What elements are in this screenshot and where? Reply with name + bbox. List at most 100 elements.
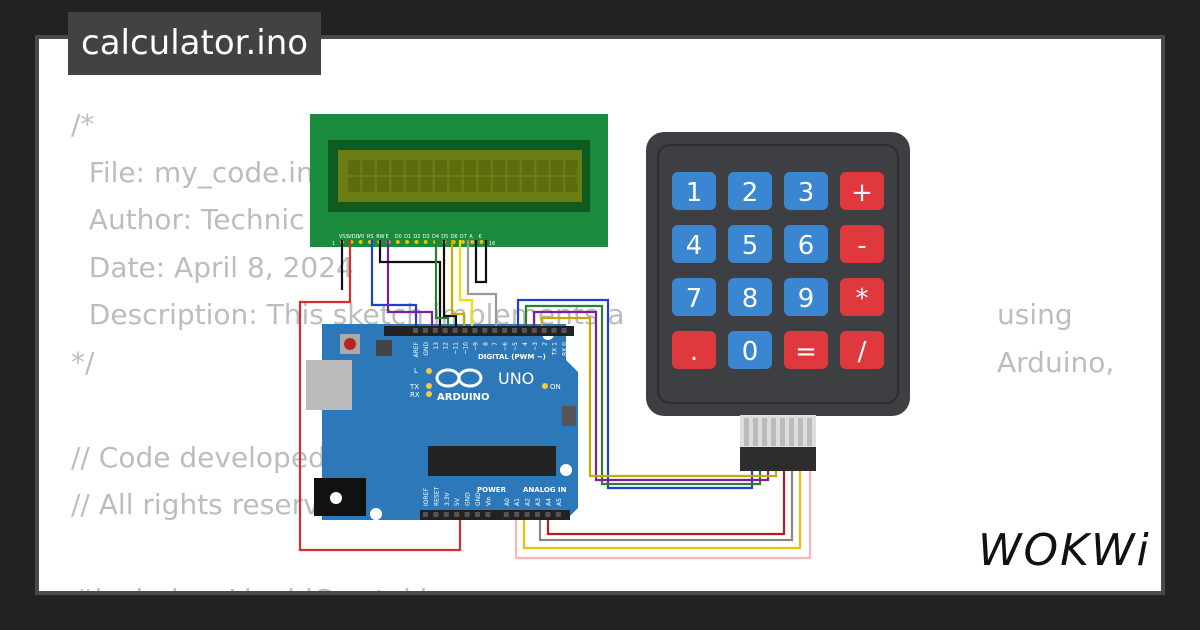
digital-pin[interactable] <box>521 328 527 333</box>
digital-pin[interactable] <box>482 328 488 333</box>
power-analog-pin[interactable] <box>535 512 540 517</box>
keypad-key-label: 1 <box>686 178 703 208</box>
digital-pin-label: ~9 <box>472 342 479 351</box>
digital-pin[interactable] <box>502 328 508 333</box>
power-analog-pin[interactable] <box>545 512 551 517</box>
digital-pin[interactable] <box>422 328 428 333</box>
digital-pin-label: AREF <box>413 341 420 357</box>
power-analog-pin-label: A4 <box>545 498 552 506</box>
digital-label: DIGITAL (PWM ~) <box>478 353 546 361</box>
keypad-key[interactable]: = <box>784 331 828 369</box>
keypad-key[interactable]: 9 <box>784 278 828 316</box>
digital-pin[interactable] <box>452 328 458 333</box>
digital-pin[interactable] <box>442 328 448 333</box>
wokwi-logo: WOKWi <box>978 525 1151 576</box>
power-analog-pin[interactable] <box>433 512 439 517</box>
lcd-cell <box>522 177 534 192</box>
lcd-cell <box>449 177 462 192</box>
power-analog-pin[interactable] <box>475 512 480 517</box>
lcd-cell <box>406 160 418 175</box>
atmega-chip <box>428 446 556 476</box>
arduino-uno-board[interactable]: UNO ARDUINO DIGITAL (PWM ~) POWER ANALOG… <box>306 324 578 520</box>
lcd-pin-label: V0 <box>358 234 365 240</box>
code-line: Author: Technic <box>71 203 305 236</box>
keypad-key[interactable]: 4 <box>672 225 716 263</box>
power-analog-pin-label: A2 <box>525 498 532 506</box>
power-analog-pin[interactable] <box>555 512 561 517</box>
digital-pin[interactable] <box>492 328 498 333</box>
lcd-pin[interactable] <box>414 240 419 244</box>
power-analog-pin[interactable] <box>443 512 449 517</box>
power-analog-pin-label: A5 <box>556 498 563 506</box>
lcd-cell <box>391 177 404 192</box>
keypad-ribbon-wire <box>798 418 803 446</box>
lcd-pin[interactable] <box>405 240 410 244</box>
keypad-key[interactable]: 3 <box>784 172 828 210</box>
keypad-key[interactable]: - <box>840 225 884 263</box>
power-analog-pin[interactable] <box>485 512 491 517</box>
led-on-label: ON <box>550 383 561 391</box>
power-analog-pin[interactable] <box>454 512 460 517</box>
digital-pin-label: GND <box>423 342 430 356</box>
power-analog-pin[interactable] <box>423 512 428 517</box>
lcd-pin[interactable] <box>423 240 428 244</box>
lcd-cell <box>551 177 563 192</box>
digital-pin[interactable] <box>413 328 418 333</box>
keypad-key[interactable]: 1 <box>672 172 716 210</box>
keypad-key[interactable]: 7 <box>672 278 716 316</box>
lcd-pin-label: VDD <box>348 234 359 240</box>
digital-pin[interactable] <box>541 328 547 333</box>
lcd-pin-label: D4 <box>432 234 439 240</box>
keypad-key[interactable]: / <box>840 331 884 369</box>
keypad-key[interactable]: 0 <box>728 331 772 369</box>
power-analog-pin-label: 3.3V <box>444 491 451 506</box>
lcd-pin-label: VSS <box>339 234 349 240</box>
digital-pin[interactable] <box>462 328 468 333</box>
digital-pin[interactable] <box>472 328 478 333</box>
lcd-pin[interactable] <box>358 240 363 244</box>
digital-pin[interactable] <box>561 328 567 333</box>
power-analog-pin[interactable] <box>524 512 530 517</box>
digital-pin-label: 7 <box>492 342 499 346</box>
keypad-key-label: 6 <box>798 231 815 261</box>
lcd-pin[interactable] <box>460 240 465 244</box>
digital-pin-label: ~6 <box>502 342 509 351</box>
lcd-cell <box>348 177 360 192</box>
digital-pin[interactable] <box>531 328 537 333</box>
lcd-pin-label: E <box>386 234 389 240</box>
keypad-key[interactable]: 6 <box>784 225 828 263</box>
keypad-ribbon-wire <box>807 418 812 446</box>
keypad-key[interactable]: + <box>840 172 884 210</box>
power-analog-pin-label: A1 <box>514 498 521 506</box>
lcd-cell <box>464 177 476 192</box>
digital-pin[interactable] <box>432 328 438 333</box>
led-l-label: L <box>414 367 418 375</box>
power-analog-pin-label: IOREF <box>423 488 430 506</box>
keypad-key[interactable]: 8 <box>728 278 772 316</box>
power-analog-pin[interactable] <box>503 512 509 517</box>
keypad-key[interactable]: 5 <box>728 225 772 263</box>
keypad-ribbon-wire <box>780 418 785 446</box>
keypad-key-label: * <box>856 284 869 314</box>
power-analog-pin-label: A0 <box>504 498 511 506</box>
keypad-key[interactable]: * <box>840 278 884 316</box>
lcd-cell <box>478 160 491 175</box>
lcd-cell <box>507 160 520 175</box>
led-tx-label: TX <box>409 383 419 391</box>
lcd-cell <box>362 160 375 175</box>
keypad-ribbon-wire <box>771 418 776 446</box>
keypad-key[interactable]: 2 <box>728 172 772 210</box>
keypad-key[interactable]: . <box>672 331 716 369</box>
lcd-pin[interactable] <box>479 240 484 244</box>
digital-pin[interactable] <box>512 328 517 333</box>
lcd-pin[interactable] <box>395 240 400 244</box>
keypad-ribbon-wire <box>744 418 749 446</box>
power-analog-pin[interactable] <box>464 512 470 517</box>
power-analog-pin[interactable] <box>514 512 520 517</box>
digital-pin[interactable] <box>551 328 557 333</box>
lcd-pin[interactable] <box>470 240 475 244</box>
lcd-cell <box>348 160 360 175</box>
